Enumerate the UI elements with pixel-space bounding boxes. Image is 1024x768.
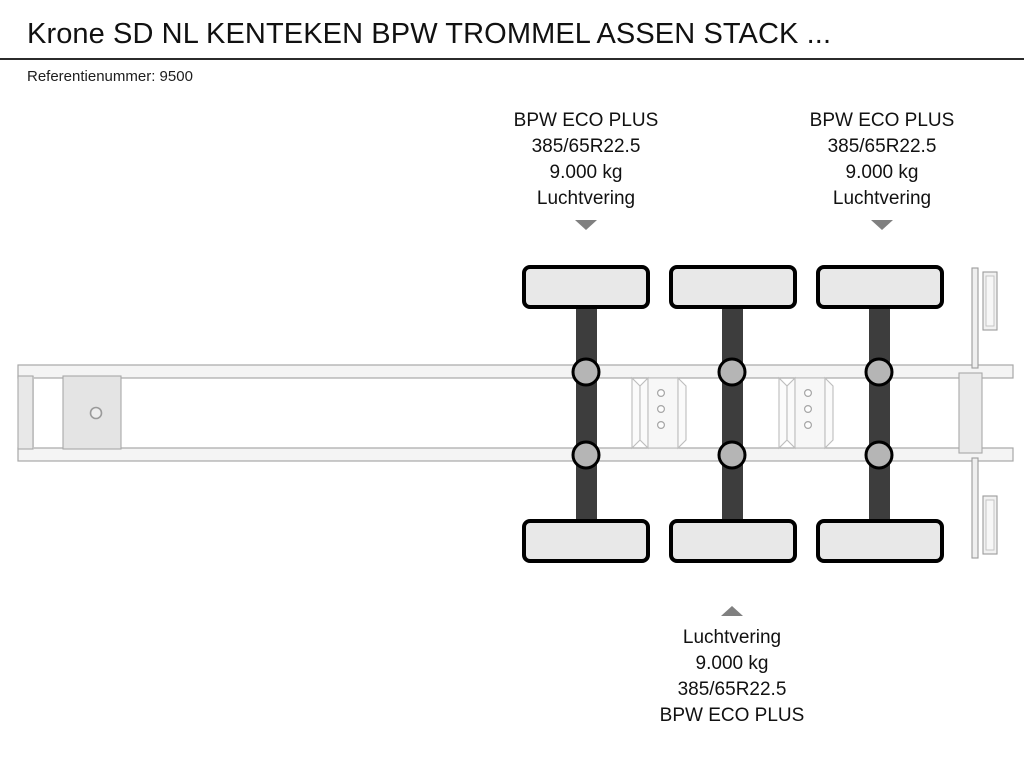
axle-2-tire-top xyxy=(669,265,797,309)
brake-plate2-outline-left xyxy=(778,376,788,450)
front-plate-assembly xyxy=(17,375,122,450)
brake-plate-outline-body xyxy=(639,376,649,450)
axle-label-3-line-1: Luchtvering xyxy=(682,627,782,648)
front-edge-plate xyxy=(17,375,34,450)
reference-number-text: Referentienummer: 9500 xyxy=(27,68,193,85)
brake-plate2-outline-right xyxy=(824,376,834,450)
brake-dot-icon-1 xyxy=(656,389,665,398)
axle-1-hub-top xyxy=(571,357,601,387)
down-arrow-icon-1 xyxy=(575,220,597,230)
brake-plate2-panel xyxy=(794,377,826,449)
chassis-rails xyxy=(17,364,1014,462)
brake-dot2-icon-2 xyxy=(803,405,812,414)
axle-1 xyxy=(522,265,650,563)
rear-bracket-bottom-inner xyxy=(985,499,995,551)
up-arrow-icon-3 xyxy=(721,606,743,616)
chassis-rail-bottom xyxy=(17,447,1014,462)
brake-dot-icon-2 xyxy=(656,405,665,414)
rear-post-top xyxy=(971,267,979,369)
chassis-rail-top xyxy=(17,364,1014,379)
axle-3-tire-bottom xyxy=(816,519,944,563)
axle-label-2-line-2: 385/65R22.5 xyxy=(827,136,937,157)
axle-3-tire-top xyxy=(816,265,944,309)
axle-label-3-line-4: BPW ECO PLUS xyxy=(659,705,805,726)
axle-label-2-line-1: BPW ECO PLUS xyxy=(809,110,955,131)
axle-label-1-line-3: 9.000 kg xyxy=(549,162,623,183)
brake-plate-outline-right xyxy=(677,376,687,450)
axle-1-hub-bottom xyxy=(571,440,601,470)
axle-2-bar xyxy=(722,292,743,532)
axle-2 xyxy=(669,265,797,563)
brake-plate-outline-left xyxy=(631,376,641,450)
axle-1-bar xyxy=(576,292,597,532)
axle-3-hub-top xyxy=(864,357,894,387)
axle-label-3-line-3: 385/65R22.5 xyxy=(677,679,787,700)
axle-2-hub-bottom xyxy=(717,440,747,470)
axle-label-group-3: Luchtvering 9.000 kg 385/65R22.5 BPW ECO… xyxy=(632,625,832,729)
down-arrow-icon-2 xyxy=(871,220,893,230)
rear-bracket-top-inner xyxy=(985,275,995,327)
brake-detail-plate-2 xyxy=(778,376,834,450)
axle-3 xyxy=(816,265,944,563)
header-bar: Krone SD NL KENTEKEN BPW TROMMEL ASSEN S… xyxy=(0,0,1024,60)
axle-3-bar xyxy=(869,292,890,532)
page-title: Krone SD NL KENTEKEN BPW TROMMEL ASSEN S… xyxy=(27,18,832,50)
axle-label-1-line-2: 385/65R22.5 xyxy=(531,136,641,157)
axle-1-tire-top xyxy=(522,265,650,309)
brake-detail-plate-1 xyxy=(631,376,687,450)
axle-1-tire-bottom xyxy=(522,519,650,563)
kingpin-hole-icon xyxy=(89,406,103,420)
rear-assembly xyxy=(958,267,998,559)
brake-dot2-icon-1 xyxy=(803,389,812,398)
axle-label-1-line-1: BPW ECO PLUS xyxy=(513,110,659,131)
brake-dot-icon-3 xyxy=(656,421,665,430)
axle-label-group-2: BPW ECO PLUS 385/65R22.5 9.000 kg Luchtv… xyxy=(782,108,982,212)
axle-label-group-1: BPW ECO PLUS 385/65R22.5 9.000 kg Luchtv… xyxy=(486,108,686,212)
axle-label-3-line-2: 9.000 kg xyxy=(695,653,769,674)
brake-dot2-icon-3 xyxy=(803,421,812,430)
axle-2-tire-bottom xyxy=(669,519,797,563)
rear-post-bottom xyxy=(971,457,979,559)
reference-number: Referentienummer: 9500 xyxy=(27,68,193,86)
brake-plate-panel xyxy=(647,377,679,449)
axle-2-hub-top xyxy=(717,357,747,387)
axle-label-1-line-4: Luchtvering xyxy=(536,188,636,209)
axle-3-hub-bottom xyxy=(864,440,894,470)
rear-column xyxy=(958,372,983,454)
brake-plate2-outline-body xyxy=(786,376,796,450)
axle-label-2-line-3: 9.000 kg xyxy=(845,162,919,183)
axle-label-2-line-4: Luchtvering xyxy=(832,188,932,209)
